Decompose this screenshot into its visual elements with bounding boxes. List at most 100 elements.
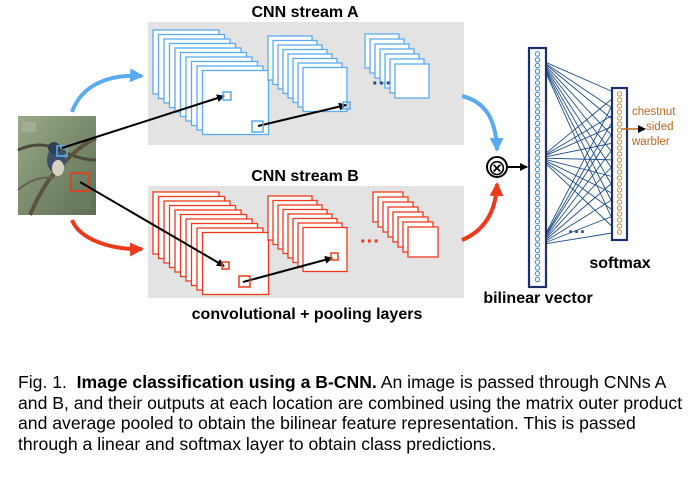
bilinear-vector-node [534,126,541,132]
arrow-image-to-stream-b [70,219,144,257]
connection-line [539,141,619,159]
bilinear-vector-node [534,114,541,121]
connection-line [539,59,619,95]
caption-title: Image classification using a B-CNN. [76,372,377,392]
softmax-node [616,91,623,97]
bilinear-vector-node [534,178,541,184]
softmax-node [616,121,623,127]
connection-line [539,157,619,215]
bilinear-vector-node [534,172,541,179]
bilinear-vector-node [534,143,541,150]
softmax-nodes [616,91,623,235]
bilinear-vector-node [534,166,541,173]
softmax-node [616,109,623,115]
bilinear-vector-node [534,80,541,86]
connection-line [539,213,619,246]
bilinear-vector-node [534,242,541,248]
connection-line [539,59,619,143]
bilinear-vector-node [534,201,541,207]
stream-b-map-layer-3 [407,226,439,258]
softmax-ellipsis: ··· [568,222,586,242]
arrow-image-to-stream-a [70,68,144,113]
connection-line [539,59,619,197]
bilinear-vector-node [534,195,541,202]
softmax-node [616,97,623,103]
bilinear-vector-node [534,120,541,127]
arrow-stream-b-to-product [461,182,504,242]
connection-line [539,59,619,179]
stream-b-map-layer-1 [201,231,270,296]
bilinear-vector-node [534,149,541,155]
arrow-blue-patch-to-map [61,94,225,149]
outer-product-symbol: ⊗ [488,155,506,180]
softmax-node [616,163,623,169]
stream-b-patch-3 [330,252,339,261]
stream-a-map-layer-1 [201,69,270,136]
connection-line [539,59,619,125]
softmax-node [616,151,623,157]
bilinear-vector-node [534,265,541,271]
stream-b-ellipsis: ··· [360,231,380,253]
softmax-label: softmax [589,255,650,272]
softmax-node [616,223,623,229]
bilinear-vector-node [534,91,541,98]
stream-a-patch-3 [342,101,351,110]
bilinear-vector-node [534,109,541,115]
bilinear-vector-node [534,190,541,196]
bilinear-vector-node [534,224,541,231]
connection-line [539,159,619,246]
softmax-node [616,211,623,217]
bilinear-vector-node [534,247,541,254]
arrow-blue-map-to-map [257,102,347,127]
connection-line [539,141,619,246]
connection-line [539,157,619,197]
arrow-red-map-to-map [242,255,333,283]
softmax-node [616,175,623,181]
softmax-node [616,199,623,205]
softmax-node [616,127,623,133]
bilinear-vector-node [534,57,541,63]
bilinear-vector-node [534,207,541,213]
bilinear-vector-node [534,213,541,219]
softmax-node [616,187,623,193]
softmax-node [616,115,623,121]
bilinear-vector-node [534,138,541,144]
softmax-node [616,217,623,223]
bilinear-vector-node [534,230,541,236]
connection-line [539,157,619,161]
bilinear-vector-node [534,74,541,80]
connection-line [539,157,619,233]
bilinear-vector-node [534,259,541,265]
stream-b-patch-1 [221,261,230,270]
class-label-line-3: warbler [631,136,670,148]
arrow-stream-a-to-product [461,94,504,152]
stream-a-patch-2 [251,120,264,133]
bilinear-vector-node [534,51,541,57]
softmax-node [616,145,623,151]
connection-line [539,231,619,246]
connection-line [539,59,619,113]
bilinear-vector-node [534,85,541,92]
softmax-node [616,229,623,235]
bilinear-vector-node [534,132,541,138]
linear-layer-connections [539,59,619,246]
connection-line [539,93,619,159]
softmax-node [616,181,623,187]
stream-a-patch-1 [222,91,232,101]
figure-caption: Fig. 1. Image classification using a B-C… [18,372,690,454]
bcnn-diagram: CNN stream A CNN stream B convolutional … [17,4,676,323]
caption-body: An image is passed through CNNs A and B,… [18,372,683,454]
softmax-node [616,139,623,145]
softmax-node [616,205,623,211]
stream-b-patch-2 [238,275,251,288]
connection-line [539,177,619,246]
stream-a-feature-maps [152,29,430,136]
arrow-red-patch-to-map [79,181,225,267]
connection-line [539,59,619,215]
connection-line [539,195,619,246]
bilinear-vector-node [534,276,541,283]
stream-b-label: CNN stream B [251,168,359,185]
softmax-node [616,103,623,109]
input-bird-image [17,116,97,216]
caption-fig-label: Fig. 1. [18,372,67,392]
